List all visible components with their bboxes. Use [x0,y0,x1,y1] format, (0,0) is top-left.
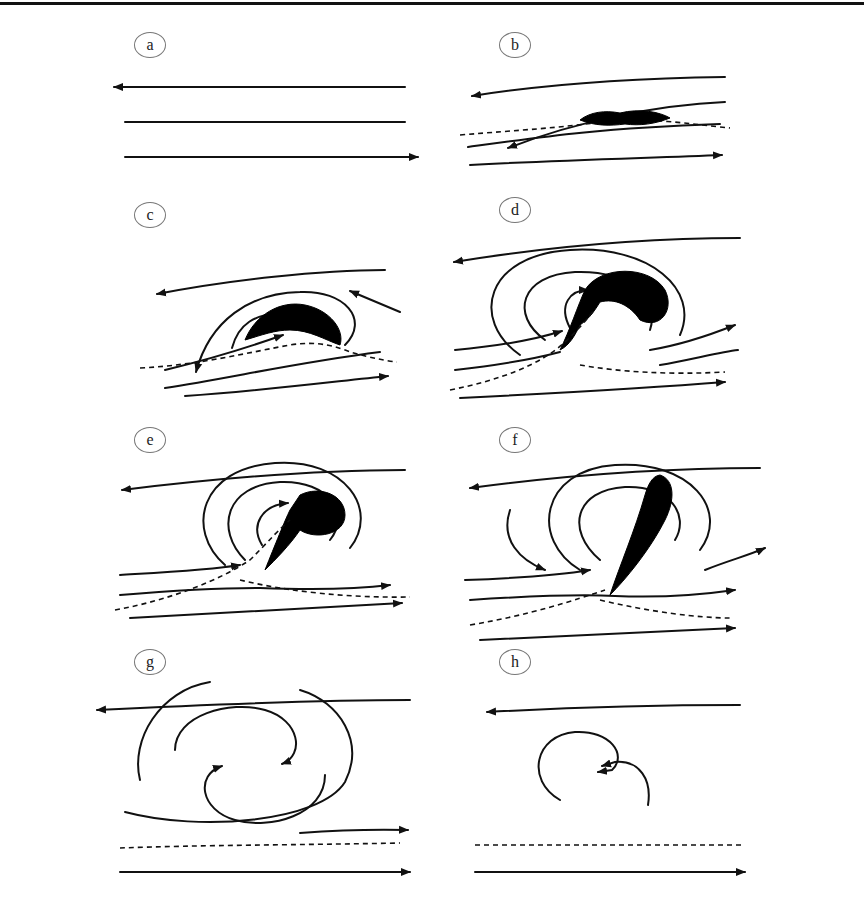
front-line [475,844,745,846]
panel-letter-circle: b [499,32,531,58]
panel-letter-circle: a [134,32,166,58]
panel-letter: h [511,654,519,670]
streamline [165,335,283,370]
streamline [650,325,735,350]
cloud-mass [580,111,670,125]
streamline [300,830,408,833]
front-line [240,580,410,597]
panel-letter-circle: c [134,202,166,228]
streamline [120,565,240,575]
panel-letter-circle: f [499,427,531,453]
streamline [205,766,325,823]
streamline [175,707,296,764]
panel-letter-circle: h [499,649,531,675]
panel-letter-circle: d [499,197,531,223]
front-line [450,310,594,390]
panel-d-streamlines [450,238,740,398]
panel-b-streamlines [460,77,730,165]
panel-letter: f [512,432,517,448]
streamline [480,628,735,640]
panel-c-streamlines [140,270,400,396]
panel-e-streamlines [115,463,410,618]
streamline [475,871,745,873]
streamline [602,762,649,805]
panel-letter: a [146,37,153,53]
front-line [140,343,397,368]
streamline [138,682,210,780]
cloud-mass [610,475,672,595]
streamline [120,585,390,595]
streamline [120,871,410,873]
panel-letter: g [146,654,154,670]
panel-f-streamlines [465,465,765,640]
streamline [660,350,738,365]
panel-letter-circle: g [134,649,166,675]
streamline [460,382,725,398]
streamline [465,570,590,580]
front-line [115,520,290,610]
streamline [165,352,380,388]
panel-letter: b [511,37,519,53]
streamline [455,352,560,370]
streamline [350,291,400,312]
panel-letter: d [511,202,519,218]
streamline [114,86,405,88]
streamline [539,732,618,800]
top-rule [0,2,864,5]
cloud-mass [560,271,668,350]
panel-letter: c [146,207,153,223]
streamline [122,470,405,490]
front-line [120,843,400,848]
streamline [468,124,720,147]
streamline [705,548,765,570]
cloud-mass [245,304,341,345]
streamline [472,77,725,96]
cloud-mass [265,491,345,570]
panel-letter: e [146,432,153,448]
streamline [185,376,388,396]
streamline [130,603,402,618]
streamline [491,250,684,355]
streamline [470,155,722,165]
front-line [600,600,730,618]
panel-letter-circle: e [134,427,166,453]
panel-g-streamlines [97,682,410,872]
panel-h-streamlines [475,705,745,872]
panel-a-streamlines [114,87,418,157]
streamline [125,121,405,123]
streamline [470,468,760,488]
streamline [125,156,418,158]
front-line [470,590,605,625]
front-line [580,365,725,373]
streamline [507,510,545,570]
streamline [455,331,562,350]
streamline [487,705,740,712]
